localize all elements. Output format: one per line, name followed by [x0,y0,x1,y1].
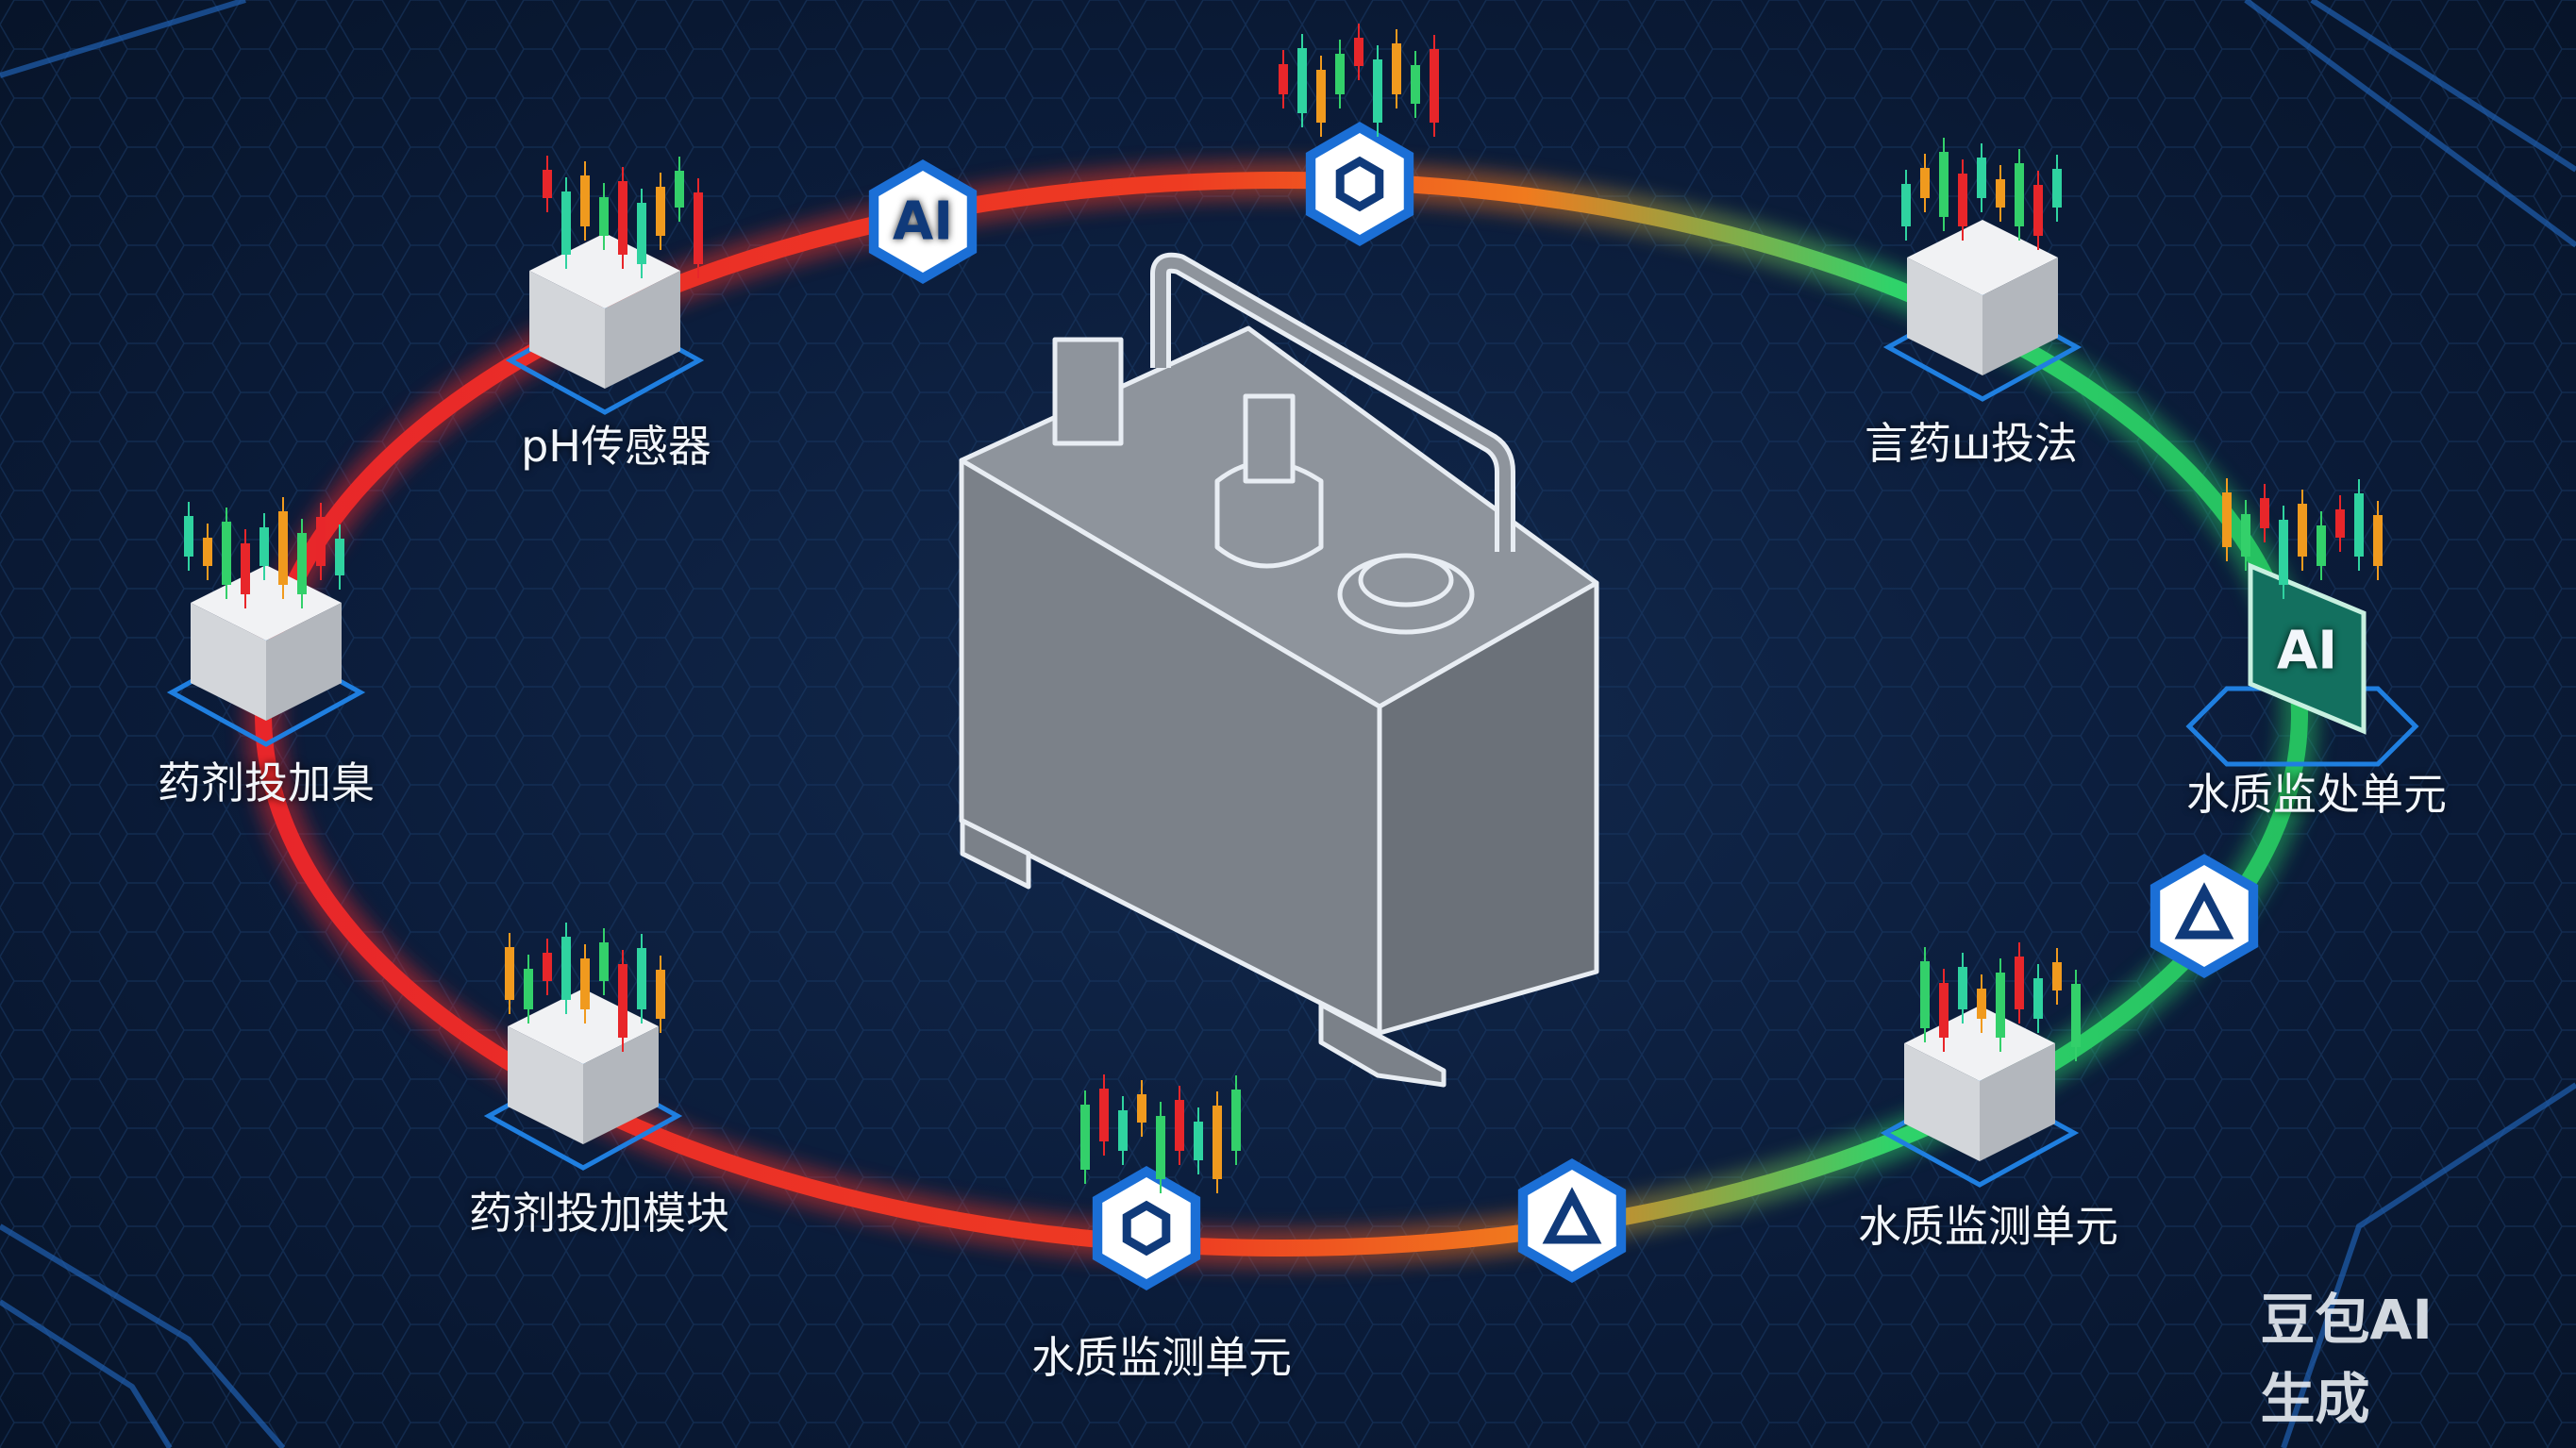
candlestick-sparkline-icon [543,156,703,278]
water-tank [959,252,1599,1088]
cube-device [1882,220,2083,402]
candlestick-sparkline-icon [505,923,665,1052]
candlestick-sparkline-icon [1920,942,2081,1061]
ai-chip-card [2185,562,2419,767]
node-label-dosing-method: 言药ш投法 [1864,418,2079,469]
triangle-badge-icon [1517,1158,1627,1283]
candlestick-sparkline-icon [2222,478,2383,599]
node-label-ph-sensor: pH传感器 [521,421,711,472]
ai-badge-label: AI [892,191,954,253]
cube-device [1880,1006,2080,1188]
hexagon-badge-icon [1092,1166,1201,1290]
node-label-water-monitor-bottom: 水质监测单元 [1031,1332,1292,1383]
node-label-dosing-left: 药剂投加臬 [158,757,375,808]
ai-card-label: AI [2276,620,2338,682]
watermark: 豆包AI生成 [2260,1288,2433,1431]
candlestick-sparkline-icon [184,497,344,608]
candlestick-sparkline-icon [1080,1074,1241,1193]
ai-hex-badge [868,159,978,284]
node-label-dosing-module: 药剂投加模块 [469,1188,729,1239]
candlestick-sparkline-icon [1279,24,1439,137]
candlestick-sparkline-icon [1901,138,2062,250]
node-label-water-processing: 水质监处单元 [2186,769,2447,820]
triangle-badge-icon [2149,854,2259,978]
hexagon-badge-icon [1305,122,1414,246]
node-label-water-monitor-right: 水质监测单元 [1858,1201,2118,1252]
